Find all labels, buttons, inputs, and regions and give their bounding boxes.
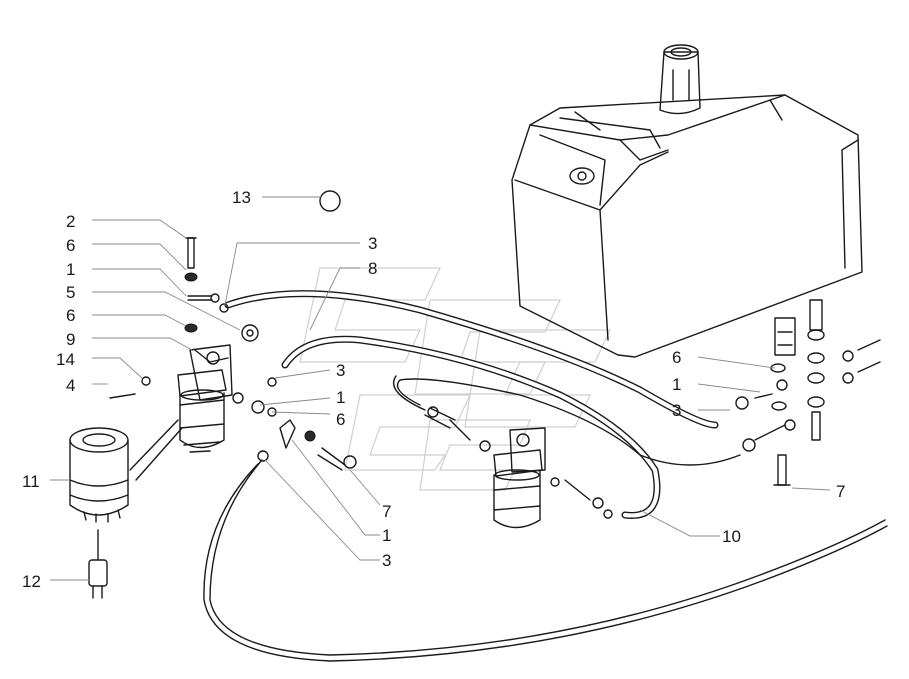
callout-6: 6 (672, 348, 681, 367)
callout-1: 1 (336, 388, 345, 407)
callout-5: 5 (66, 283, 75, 302)
filter-cartridge-11 (69, 419, 183, 523)
callout-3: 3 (336, 361, 345, 380)
hose-10 (281, 335, 661, 519)
callout-1: 1 (382, 526, 391, 545)
watermark-logo (299, 267, 611, 491)
callout-3: 3 (382, 551, 391, 570)
callout-14: 14 (56, 350, 75, 369)
callout-7: 7 (382, 502, 391, 521)
callout-10: 10 (722, 527, 741, 546)
small-hardware (109, 190, 881, 519)
callout-13: 13 (232, 188, 251, 207)
callout-2: 2 (66, 212, 75, 231)
water-sensor-12 (88, 529, 108, 599)
callout-3: 3 (672, 401, 681, 420)
callout-7: 7 (836, 482, 845, 501)
callout-4: 4 (66, 376, 75, 395)
callout-6: 6 (66, 306, 75, 325)
return-line (203, 375, 888, 662)
leader-lines (50, 196, 831, 581)
callout-11: 11 (22, 472, 40, 491)
callout-1: 1 (672, 375, 681, 394)
callout-6: 6 (66, 236, 75, 255)
callout-8: 8 (368, 259, 377, 278)
callout-6: 6 (336, 410, 345, 429)
callout-labels: 13 2 6 1 5 6 9 14 4 11 12 3 8 3 1 6 7 1 … (22, 188, 845, 591)
filter-assembly-center (493, 427, 546, 529)
fuel-tank (511, 44, 863, 358)
filter-assembly-9 (177, 344, 233, 453)
hose-8 (224, 290, 719, 429)
callout-3: 3 (368, 234, 377, 253)
callout-12: 12 (22, 572, 41, 591)
callout-1: 1 (66, 260, 75, 279)
callout-9: 9 (66, 330, 75, 349)
